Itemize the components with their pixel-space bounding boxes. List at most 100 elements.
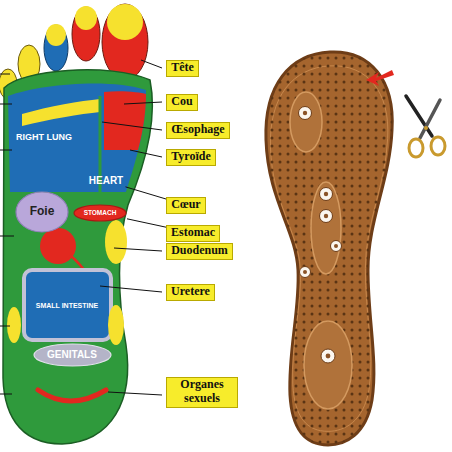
insole-dot	[271, 153, 274, 156]
insole-dot	[359, 153, 362, 156]
insole-dot	[271, 385, 274, 388]
leader-line	[127, 219, 166, 227]
insole-dot	[295, 265, 298, 268]
insole-dot	[295, 353, 298, 356]
insole-dot	[391, 417, 394, 420]
insole-dot	[391, 65, 394, 68]
insole-dot	[271, 73, 274, 76]
insole-dot	[391, 353, 394, 356]
toe-head-zone	[75, 6, 97, 30]
insole-dot	[303, 313, 306, 316]
insole-dot	[335, 105, 338, 108]
insole-dot	[303, 409, 306, 412]
insole-dot	[311, 409, 314, 412]
insole-dot	[271, 193, 274, 196]
insole-dot	[351, 145, 354, 148]
insole-dot	[327, 105, 330, 108]
insole-dot	[327, 417, 330, 420]
toe-head-zone	[107, 4, 143, 40]
insole-dot	[367, 193, 370, 196]
insole-dot	[287, 281, 290, 284]
insole-dot	[351, 329, 354, 332]
insole-dot	[271, 81, 274, 84]
callout-label: Cou	[166, 94, 198, 111]
insole-dot	[351, 225, 354, 228]
insole-dot	[359, 337, 362, 340]
insole-dot	[319, 305, 322, 308]
zone-ellipse-shape	[34, 344, 111, 366]
insole-dot	[303, 153, 306, 156]
insole-dot	[383, 329, 386, 332]
insole-dot	[375, 129, 378, 132]
insole-dot	[319, 153, 322, 156]
insole-dot	[383, 441, 386, 444]
insole-dot	[327, 297, 330, 300]
insole-dot	[327, 113, 330, 116]
insole-dot	[375, 169, 378, 172]
insole-dot	[279, 225, 282, 228]
insole-dot	[303, 249, 306, 252]
insole-dot	[335, 281, 338, 284]
insole-dot	[375, 193, 378, 196]
insole-dot	[295, 289, 298, 292]
insole-dot	[391, 313, 394, 316]
insole-dot	[359, 97, 362, 100]
insole-dot	[279, 409, 282, 412]
leader-line	[0, 150, 12, 151]
insole-dot	[351, 289, 354, 292]
insole-dot	[295, 209, 298, 212]
insole-dot	[375, 241, 378, 244]
insole-dot	[351, 169, 354, 172]
insole-dot	[359, 313, 362, 316]
insole-dot	[375, 417, 378, 420]
insole-dot	[279, 169, 282, 172]
insole-dot	[367, 393, 370, 396]
insole-dot	[271, 209, 274, 212]
insole-dot	[303, 305, 306, 308]
insole-dot	[279, 257, 282, 260]
insole-dot	[359, 345, 362, 348]
insole-dot	[279, 425, 282, 428]
callout-text: Uretere	[171, 285, 210, 299]
insole-dot	[287, 65, 290, 68]
insole-dot	[271, 65, 274, 68]
insole-dot	[359, 57, 362, 60]
insole-dot	[367, 185, 370, 188]
insole-dot	[375, 345, 378, 348]
insole-dot	[287, 137, 290, 140]
callout-label: Estomac	[166, 225, 220, 242]
insole-dot	[335, 153, 338, 156]
toe	[72, 7, 100, 61]
insole-dot	[343, 433, 346, 436]
insole-dot	[351, 81, 354, 84]
insole-dot	[279, 249, 282, 252]
insole-dot	[295, 417, 298, 420]
insole-dot	[391, 209, 394, 212]
insole-dot	[391, 361, 394, 364]
insole-dot	[279, 145, 282, 148]
insole-dot	[375, 385, 378, 388]
insole-dot	[367, 97, 370, 100]
magnets	[299, 107, 342, 364]
node-text-group: Uretere	[171, 285, 210, 299]
insole-dot	[343, 297, 346, 300]
node-text-group: HEART	[89, 175, 123, 187]
insole-dot	[279, 337, 282, 340]
insole-dot	[391, 177, 394, 180]
insole-dot	[295, 217, 298, 220]
insole-dot	[327, 169, 330, 172]
insole-dot	[367, 169, 370, 172]
insole-dot	[319, 417, 322, 420]
insole-dot	[367, 313, 370, 316]
callout-text: Cœur	[171, 198, 200, 212]
insole-dot	[343, 313, 346, 316]
insole-dot	[383, 345, 386, 348]
insole-dot	[335, 81, 338, 84]
insole-dot	[351, 425, 354, 428]
insole-dot	[327, 153, 330, 156]
insole-dot	[279, 281, 282, 284]
insole-dot	[311, 65, 314, 68]
insole-dot	[351, 241, 354, 244]
insole-dot	[271, 177, 274, 180]
